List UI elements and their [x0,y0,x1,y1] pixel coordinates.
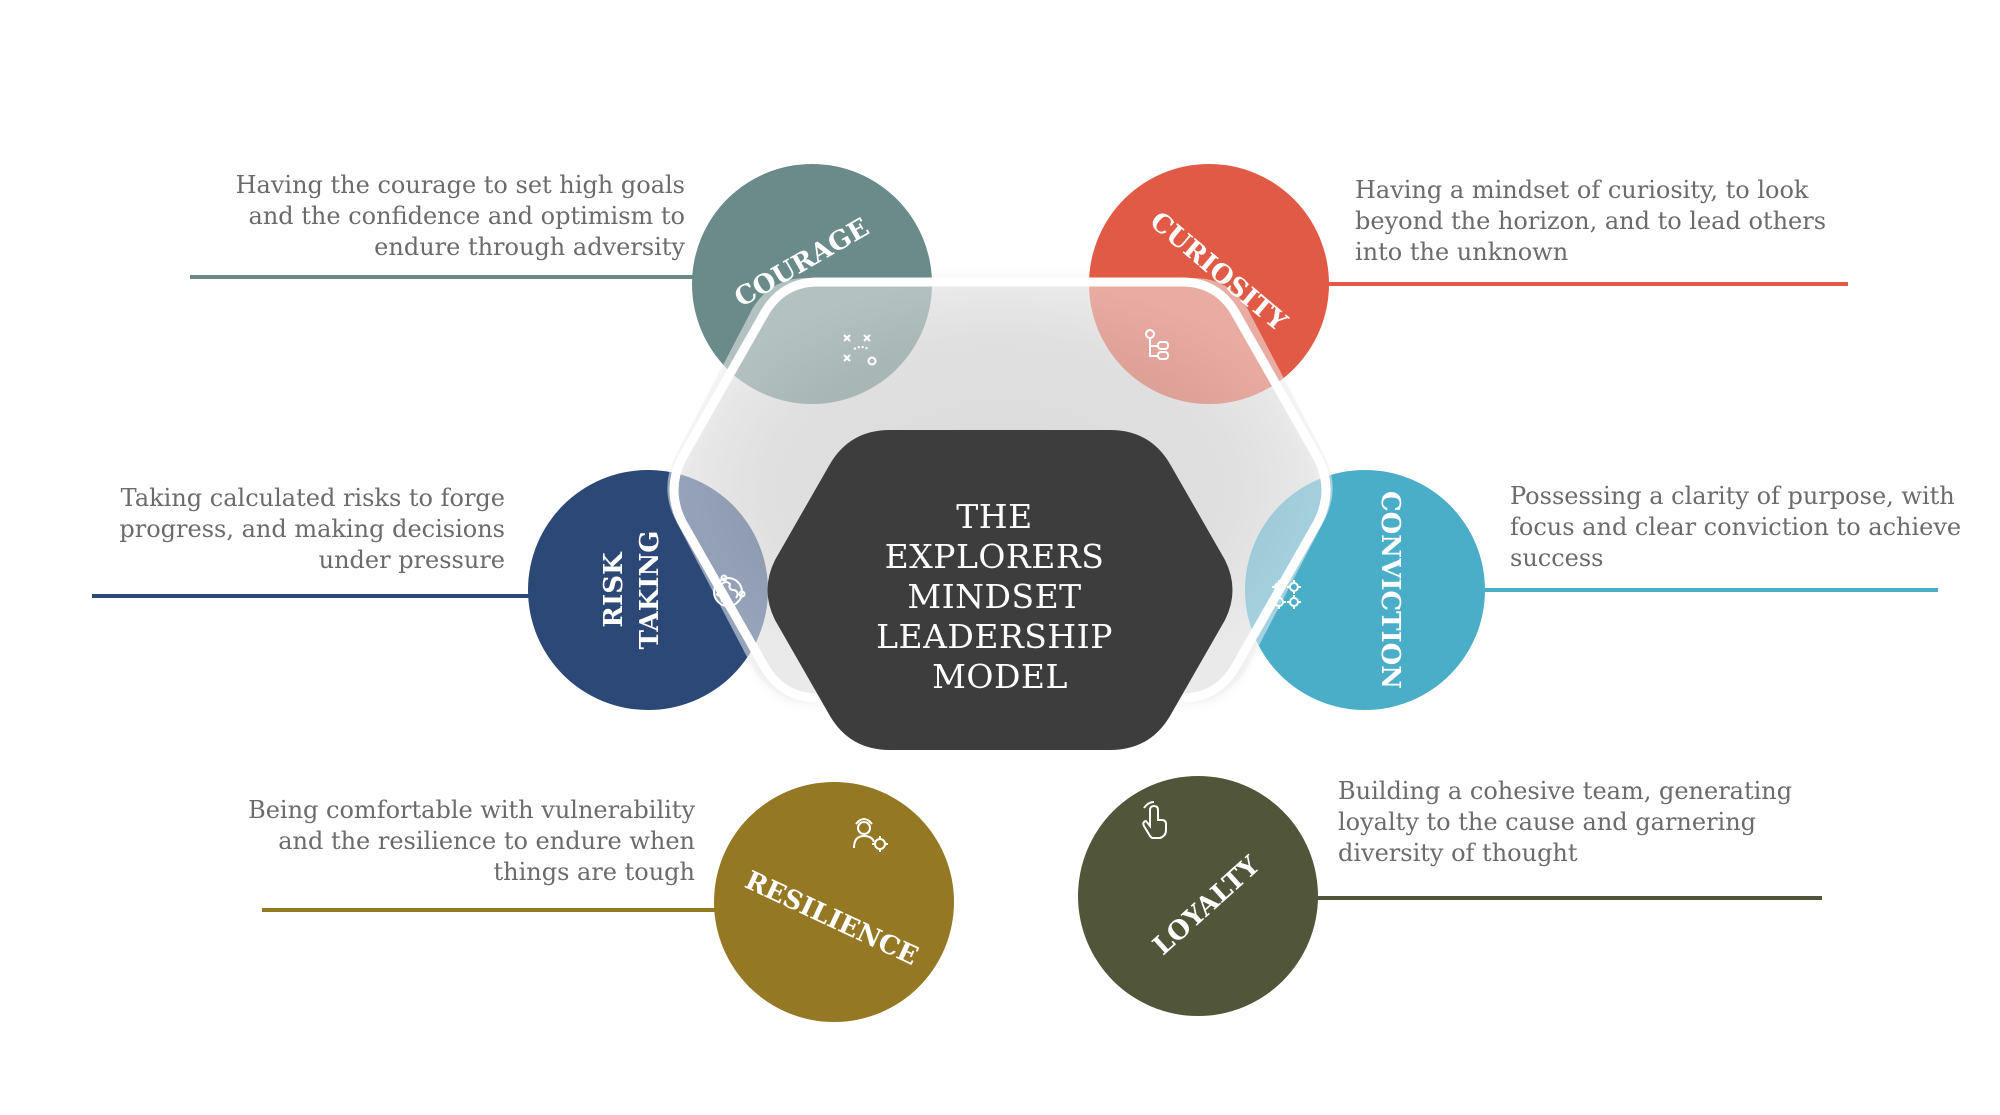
risk-taking-label-line-1: RISK [599,551,629,628]
loyalty-description: Building a cohesive team, generating loy… [1338,777,1793,867]
conviction-label: CONVICTION [1375,491,1405,689]
risk-taking-label: RISK TAKING [599,531,665,650]
center-title-line-5: MODEL [932,657,1068,696]
courage-description: Having the courage to set high goals and… [235,171,685,261]
center-title-line-4: LEADERSHIP [876,617,1113,656]
risk-taking-label-line-2: TAKING [635,531,665,650]
center-title: THE EXPLORERS MINDSET LEADERSHIP MODEL [876,497,1124,696]
center-title-line-2: EXPLORERS [885,537,1105,576]
loyalty-circle [1078,776,1318,1016]
resilience-circle [714,782,954,1022]
strategy-play-icon [843,334,877,366]
hand-pointer-icon [1142,801,1167,839]
curiosity-description: Having a mindset of curiosity, to look b… [1355,176,1827,266]
center-title-line-3: MINDSET [907,577,1081,616]
puzzle-globe-icon [713,574,746,607]
resilience-description: Being comfortable with vulnerability and… [248,796,695,886]
hexagon-outline [669,277,1331,703]
center-title-line-1: THE [956,497,1032,536]
worker-gear-icon [853,818,888,852]
conviction-description: Possessing a clarity of purpose, with fo… [1510,482,1962,572]
risk-taking-description: Taking calculated risks to forge progres… [119,484,505,574]
workflow-icon [1145,329,1169,360]
center-hexagon [767,430,1233,750]
gears-icon [1272,580,1301,609]
